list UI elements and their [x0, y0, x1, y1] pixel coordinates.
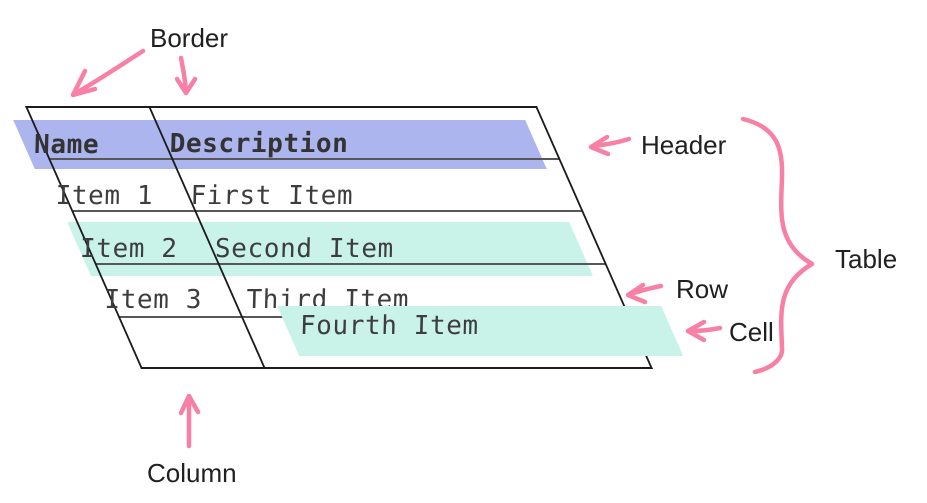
column-label: Column — [147, 458, 237, 488]
cell-fourth-item: Fourth Item — [299, 311, 480, 341]
cell-item-3: Item 3 — [104, 285, 203, 315]
header-arrow — [588, 134, 632, 157]
cell-first-item: First Item — [190, 181, 354, 211]
header-cell-description: Description — [169, 129, 349, 159]
table-border-top — [25, 106, 538, 108]
header-cell-name: Name — [33, 130, 100, 160]
border-arrow-left — [70, 48, 146, 98]
table-border-bottom — [140, 367, 653, 369]
cell-highlight: Fourth Item — [277, 306, 684, 356]
cell-second-item: Second Item — [214, 234, 395, 264]
header-label: Header — [641, 130, 727, 160]
cell-item-2: Item 2 — [79, 234, 178, 264]
row-label: Row — [676, 274, 729, 304]
skewed-table: Name Description Item 1 First Item Item … — [13, 106, 684, 369]
cell-item-1: Item 1 — [55, 181, 154, 211]
cell-label: Cell — [729, 317, 774, 347]
column-arrow — [178, 393, 201, 449]
row-arrow — [625, 282, 664, 305]
border-arrow-down — [174, 55, 198, 96]
table-label: Table — [835, 244, 898, 274]
border-label: Border — [150, 23, 229, 53]
cell-arrow — [685, 319, 723, 343]
